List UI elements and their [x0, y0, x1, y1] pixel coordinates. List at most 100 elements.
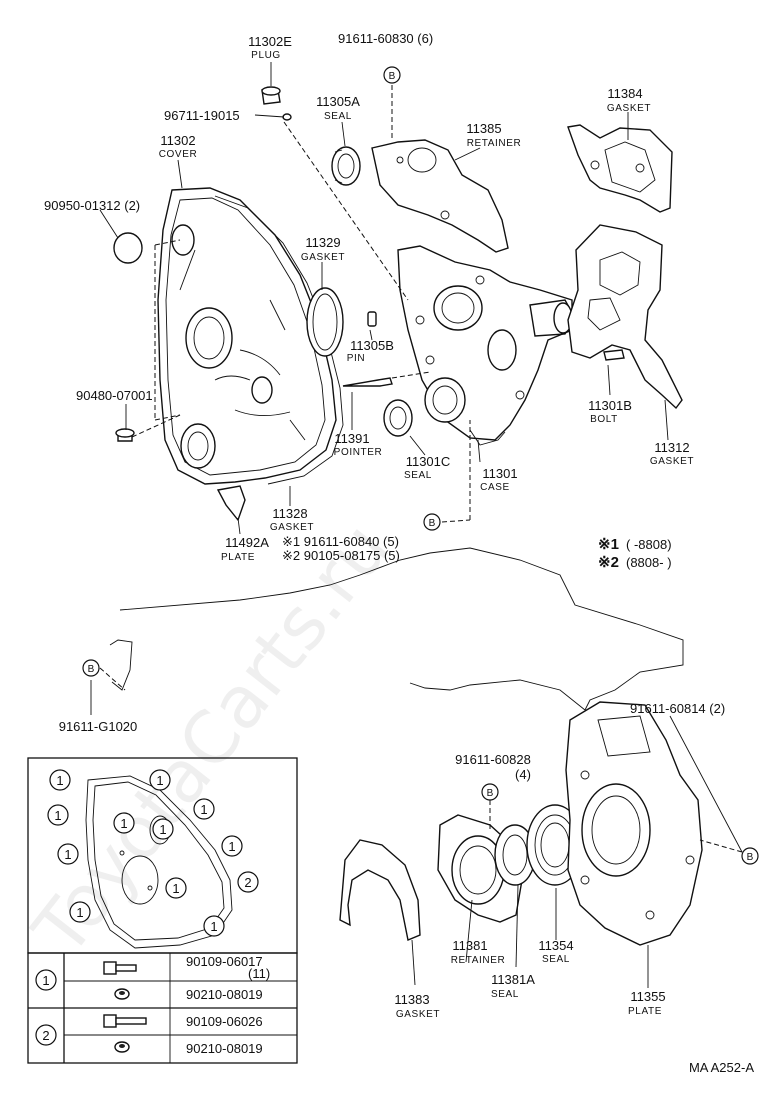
svg-text:11381: 11381: [452, 938, 487, 953]
svg-text:※1 91611-60840 (5): ※1 91611-60840 (5): [282, 534, 399, 549]
svg-text:1: 1: [172, 881, 179, 896]
svg-text:1: 1: [228, 839, 235, 854]
svg-text:B: B: [389, 71, 396, 82]
washer-icon: [114, 1041, 130, 1053]
part-label-11302e: 11302E PLUG: [248, 34, 292, 61]
svg-text:1: 1: [159, 822, 166, 837]
svg-text:11302: 11302: [160, 133, 195, 148]
part-label-91611-60814: 91611-60814 (2): [630, 701, 725, 716]
part-label-11329: 11329 GASKET: [301, 235, 345, 263]
svg-text:11305B: 11305B: [350, 338, 394, 353]
svg-text:90210-08019: 90210-08019: [186, 1041, 263, 1056]
part-label-91611-g1020: 91611-G1020: [59, 719, 138, 734]
svg-text:91611-60828: 91611-60828: [455, 752, 531, 767]
table-row: 90109-06017 (11): [186, 954, 270, 981]
svg-text:90109-06026: 90109-06026: [186, 1014, 263, 1029]
bolt-table-group-1: 1: [35, 969, 57, 991]
svg-text:(11): (11): [248, 966, 270, 981]
svg-text:11305A: 11305A: [316, 94, 360, 109]
part-label-11312: 11312 GASKET: [650, 440, 694, 467]
svg-text:BOLT: BOLT: [590, 414, 618, 425]
svg-text:(8808- ): (8808- ): [626, 555, 672, 570]
gasket-washer: [282, 113, 292, 121]
timing-cover: [157, 187, 337, 485]
part-label-11305b: 11305B PIN: [347, 338, 394, 364]
bolt-icon: [103, 1014, 147, 1028]
stud-bolt: [603, 349, 625, 361]
part-label-11354: 11354 SEAL: [538, 938, 573, 965]
timing-case: [397, 245, 576, 446]
svg-text:SEAL: SEAL: [491, 989, 519, 1000]
diagram-code: MA A252-A: [689, 1060, 754, 1075]
svg-text:1: 1: [210, 919, 217, 934]
table-row: 90109-06026: [186, 1014, 263, 1029]
gasket-11384: [567, 124, 673, 213]
svg-text:B: B: [487, 788, 494, 799]
svg-text:91611-60814 (2): 91611-60814 (2): [630, 701, 725, 716]
part-label-11328: 11328 GASKET: [270, 506, 314, 533]
svg-text:POINTER: POINTER: [334, 447, 383, 458]
svg-text:※2: ※2: [598, 554, 619, 571]
bolt-table: [27, 952, 298, 1064]
part-label-11355: 11355 PLATE: [628, 989, 666, 1017]
svg-text:B: B: [88, 664, 95, 675]
part-label-90105-08175: ※2 90105-08175 (5): [282, 548, 400, 563]
washer-icon: [114, 988, 130, 1000]
svg-text:11384: 11384: [607, 86, 642, 101]
table-row: 90210-08019: [186, 1041, 263, 1056]
svg-text:11492A: 11492A: [225, 535, 269, 550]
svg-text:PLUG: PLUG: [251, 50, 281, 61]
svg-text:11301: 11301: [482, 466, 517, 481]
svg-text:B: B: [429, 518, 436, 529]
pin: [367, 311, 377, 327]
svg-text:SEAL: SEAL: [542, 954, 570, 965]
pointer: [342, 377, 393, 387]
svg-text:1: 1: [64, 847, 71, 862]
svg-text:GASKET: GASKET: [270, 522, 314, 533]
bolt-icon: [103, 961, 137, 975]
part-label-11492a: 11492A PLATE: [221, 535, 269, 563]
svg-text:(4): (4): [515, 767, 531, 782]
o-ring-gasket: [306, 287, 344, 357]
bolt-table-group-2: 2: [35, 1024, 57, 1046]
part-label-91611-60830: 91611-60830 (6): [338, 31, 433, 46]
part-label-90480-07001: 90480-07001: [76, 388, 153, 403]
svg-text:1: 1: [120, 816, 127, 831]
production-notes: ※1 ( -8808) ※2 (8808- ): [598, 536, 672, 571]
part-label-91611-60828: 91611-60828 (4): [455, 752, 531, 782]
svg-text:1: 1: [42, 973, 49, 988]
svg-text:1: 1: [76, 905, 83, 920]
table-row: 90210-08019: [186, 987, 263, 1002]
svg-text:※1: ※1: [598, 536, 619, 553]
svg-text:91611-60830 (6): 91611-60830 (6): [338, 31, 433, 46]
engine-block-outline: [119, 547, 684, 711]
gasket-11312: [567, 224, 683, 410]
svg-text:11328: 11328: [272, 506, 307, 521]
part-label-11381: 11381 RETAINER: [451, 938, 506, 966]
part-label-11302: 11302 COVER: [159, 133, 197, 160]
svg-text:PLATE: PLATE: [221, 552, 255, 563]
svg-text:1: 1: [200, 802, 207, 817]
part-label-96711-19015: 96711-19015: [164, 108, 240, 123]
svg-text:90210-08019: 90210-08019: [186, 987, 263, 1002]
part-label-11301: 11301 CASE: [480, 466, 517, 493]
svg-text:RETAINER: RETAINER: [451, 955, 506, 966]
svg-text:11301C: 11301C: [406, 454, 451, 469]
svg-text:※2 90105-08175 (5): ※2 90105-08175 (5): [282, 548, 400, 563]
svg-text:11329: 11329: [305, 235, 340, 250]
svg-text:1: 1: [156, 773, 163, 788]
svg-text:11383: 11383: [394, 992, 429, 1007]
svg-text:CASE: CASE: [480, 482, 510, 493]
part-label-11305a: 11305A SEAL: [316, 94, 360, 122]
svg-text:90109-06017: 90109-06017: [186, 954, 263, 969]
leader-lines: [90, 62, 743, 988]
plate-11492a: [216, 485, 246, 522]
svg-text:11385: 11385: [466, 121, 501, 136]
part-label-11301b: 11301B BOLT: [588, 398, 632, 425]
svg-text:SEAL: SEAL: [404, 470, 432, 481]
svg-text:11302E: 11302E: [248, 34, 292, 49]
svg-text:11354: 11354: [538, 938, 573, 953]
cap-plug: [113, 232, 143, 264]
